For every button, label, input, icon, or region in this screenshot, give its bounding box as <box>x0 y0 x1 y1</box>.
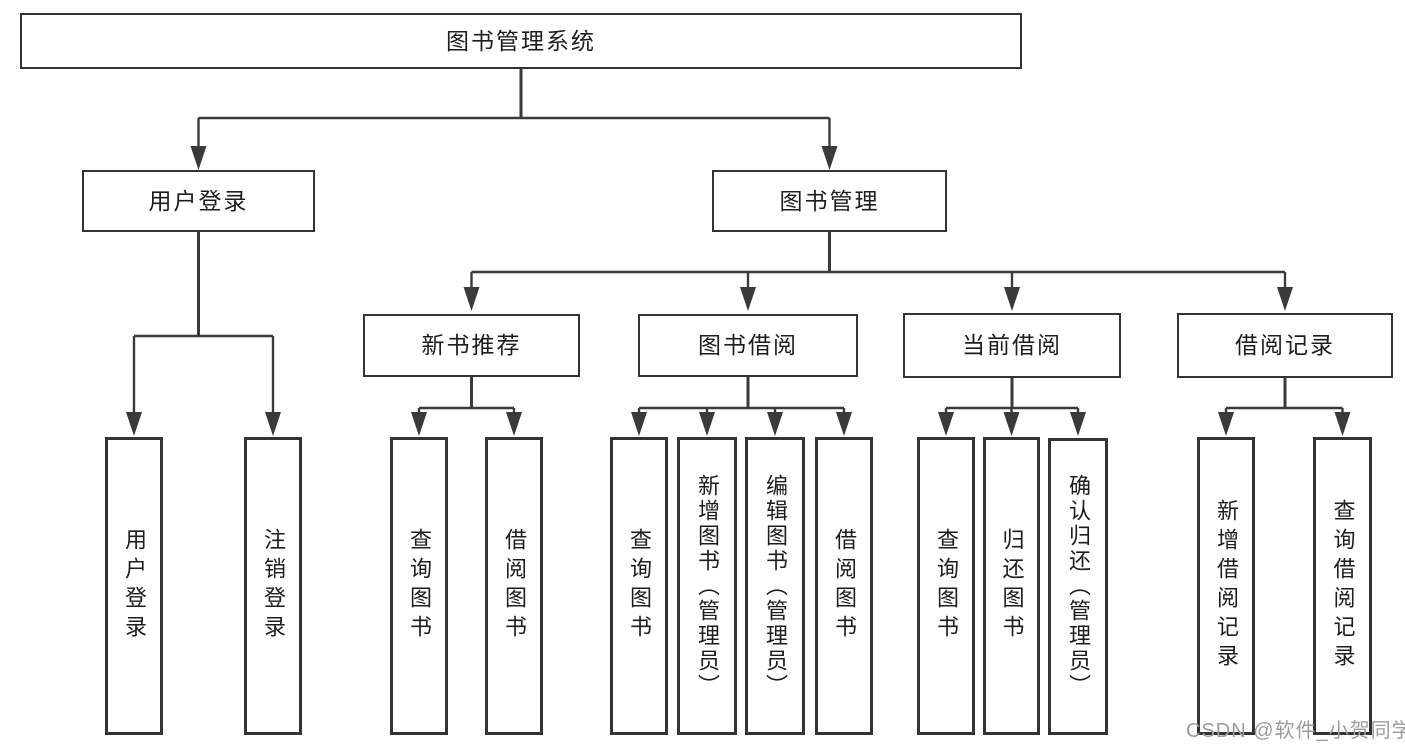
node-label: 用户登录 <box>148 187 249 214</box>
connector-book-borrow-to-leaves <box>631 377 852 436</box>
node-label: 借阅记录 <box>1235 332 1335 358</box>
leaf-return-book: 归还图书 <box>983 437 1040 735</box>
node-label: 归还图书 <box>999 528 1025 644</box>
node-label: 当前借阅 <box>962 332 1062 358</box>
node-label: 借阅图书 <box>832 528 857 644</box>
connector-borrow-records-to-leaves <box>1218 378 1351 436</box>
leaf-borrow-books-recommend: 借阅图书 <box>485 437 543 735</box>
csdn-watermark: CSDN @软件_小贺同学 <box>1186 720 1405 742</box>
node-root-library-system: 图书管理系统 <box>20 13 1022 69</box>
leaf-query-borrow-record: 查询借阅记录 <box>1313 437 1372 735</box>
node-label: 新增借阅记录 <box>1214 499 1239 673</box>
node-label: 查询图书 <box>934 528 959 644</box>
node-label: 编辑图书（管理员） <box>763 473 788 699</box>
node-label: 注销登录 <box>261 528 286 644</box>
node-label: 用户登录 <box>122 528 147 644</box>
node-current-borrow: 当前借阅 <box>903 313 1121 378</box>
node-label: 确认归还（管理员） <box>1066 474 1091 699</box>
node-label: 图书管理 <box>779 187 880 214</box>
node-label: 查询借阅记录 <box>1330 499 1356 673</box>
node-label: 借阅图书 <box>502 528 527 644</box>
leaf-add-book-admin: 新增图书（管理员） <box>677 437 737 735</box>
node-label: 新增图书（管理员） <box>695 473 720 699</box>
connector-user-login-to-leaves <box>126 232 281 436</box>
leaf-query-books-borrow: 查询图书 <box>610 437 668 735</box>
node-label: 图书借阅 <box>698 332 798 358</box>
leaf-add-borrow-record: 新增借阅记录 <box>1197 437 1255 735</box>
connector-new-book-to-leaves <box>411 377 522 436</box>
connector-book-management-to-level3 <box>463 232 1293 311</box>
connector-root-to-level2 <box>190 69 838 170</box>
leaf-user-login: 用户登录 <box>105 437 163 735</box>
leaf-query-books-current: 查询图书 <box>917 437 975 735</box>
node-book-borrow: 图书借阅 <box>638 314 858 377</box>
node-label: 查询图书 <box>407 528 432 644</box>
node-label: 新书推荐 <box>421 332 522 358</box>
node-book-management: 图书管理 <box>712 170 947 232</box>
leaf-logout: 注销登录 <box>244 437 302 735</box>
node-label: 图书管理系统 <box>446 27 596 54</box>
leaf-query-books-recommend: 查询图书 <box>390 437 448 735</box>
node-label: 查询图书 <box>627 528 652 644</box>
node-new-book-recommend: 新书推荐 <box>363 314 580 377</box>
leaf-confirm-return-admin: 确认归还（管理员） <box>1048 438 1108 735</box>
node-user-login: 用户登录 <box>82 170 315 232</box>
connector-current-borrow-to-leaves <box>938 378 1086 436</box>
node-borrow-records: 借阅记录 <box>1177 313 1393 378</box>
leaf-edit-book-admin: 编辑图书（管理员） <box>745 437 805 735</box>
leaf-borrow-books: 借阅图书 <box>815 437 873 735</box>
